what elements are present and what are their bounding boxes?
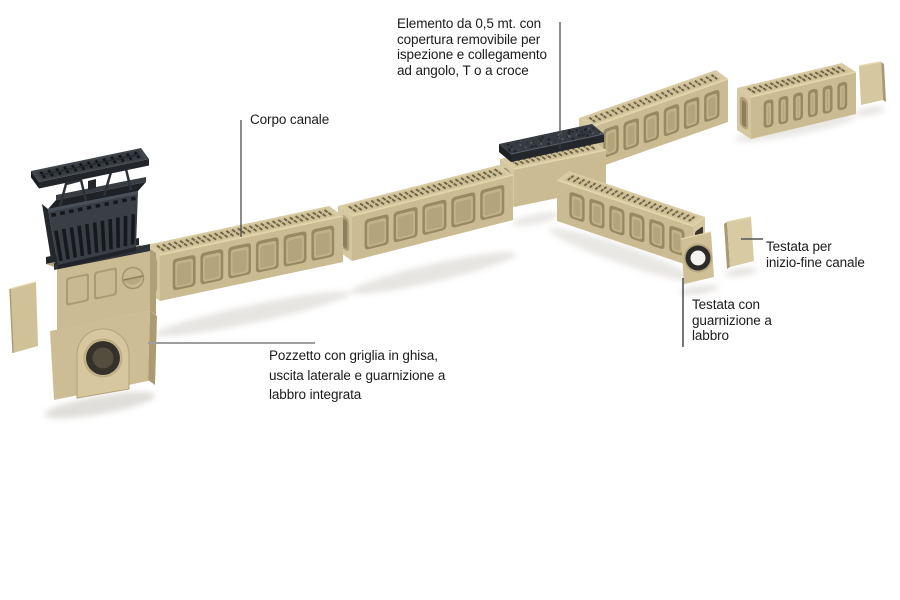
channel-segment-1 xyxy=(146,206,344,301)
inspection-cover xyxy=(499,124,605,162)
channel-segment-2 xyxy=(338,165,514,261)
end-cap-plain xyxy=(724,216,754,269)
leader-lines xyxy=(148,22,763,347)
label-end-cap-start: Testata per inizio-fine canale xyxy=(766,239,865,270)
label-channel-body: Corpo canale xyxy=(250,112,330,127)
label-end-cap-gasket: Testata con guarnizione a labbro xyxy=(692,297,772,343)
end-cap-gasket xyxy=(680,231,714,284)
label-inspection-element: Elemento da 0,5 mt. con copertura removi… xyxy=(397,16,547,78)
sediment-basket xyxy=(42,167,146,269)
end-plate-right xyxy=(858,61,886,105)
catch-basin-end-plate xyxy=(9,281,38,354)
channel-segment-4 xyxy=(737,63,857,139)
channel-segment-3 xyxy=(579,70,729,170)
label-catch-basin: Pozzetto con griglia in ghisa, uscita la… xyxy=(269,348,446,402)
drain-grate xyxy=(31,148,149,190)
